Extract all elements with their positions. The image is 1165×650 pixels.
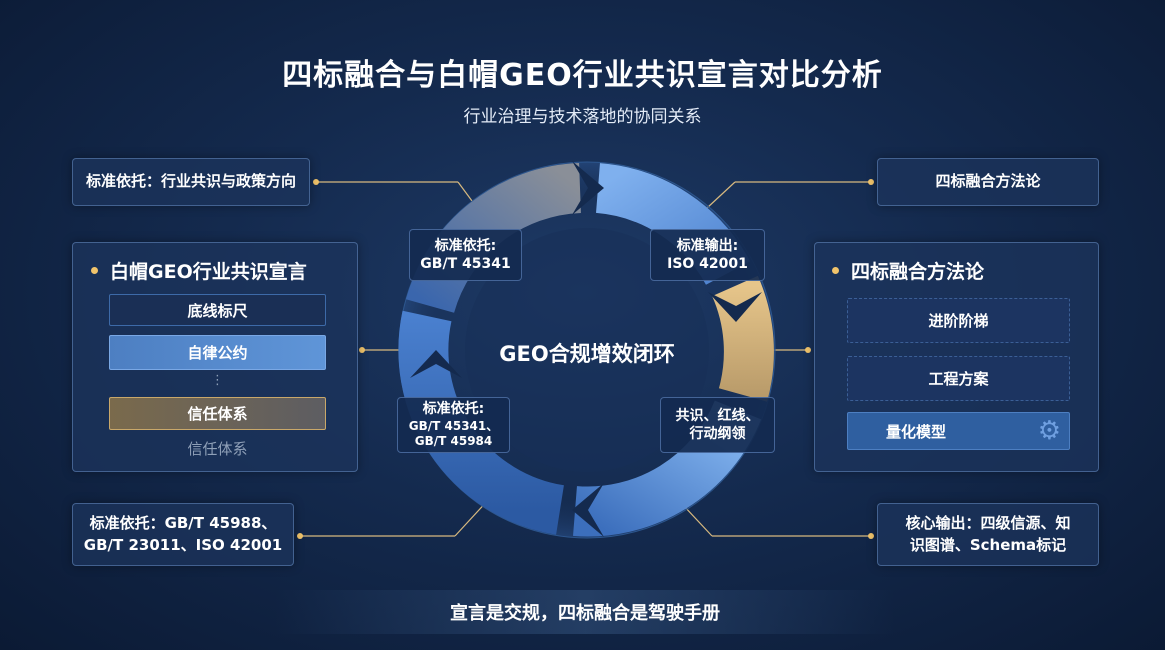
left-bottom-card: 标准依托：GB/T 45988、 GB/T 23011、ISO 42001: [72, 503, 294, 566]
ring-label-top-left: 标准依托: GB/T 45341: [409, 229, 522, 281]
arrow-right: [708, 292, 762, 322]
left-item-trust-system: 信任体系: [109, 397, 326, 430]
bullet-dot-icon: [91, 267, 98, 274]
right-bottom-card-line1: 核心输出：四级信源、知: [905, 513, 1071, 532]
left-panel-title: 白帽GEO行业共识宣言: [91, 257, 307, 284]
ring-label-bottom-right: 共识、红线、 行动纲领: [660, 397, 775, 453]
left-top-card: 标准依托：行业共识与政策方向: [72, 158, 310, 206]
right-panel-title: 四标融合方法论: [832, 257, 984, 284]
left-item-bottom-line: 底线标尺: [109, 294, 326, 326]
connector-right-bottom-diag: [682, 504, 713, 537]
right-item-advance-ladder: 进阶阶梯: [847, 298, 1070, 343]
ring-label-bottom-left: 标准依托: GB/T 45341、 GB/T 45984: [397, 397, 510, 453]
ring-segment-right: [711, 275, 774, 402]
page-title: 四标融合与白帽GEO行业共识宣言对比分析: [282, 58, 883, 93]
right-top-card: 四标融合方法论: [877, 158, 1099, 206]
arrow-top: [572, 161, 604, 215]
ring-inner-disc: [465, 228, 709, 472]
left-item-self-discipline: 自律公约: [109, 335, 326, 370]
left-top-card-text: 标准依托：行业共识与政策方向: [85, 172, 296, 191]
right-item-engineering-plan: 工程方案: [847, 356, 1070, 401]
ring-arrows: [410, 161, 762, 537]
bullet-dot-icon: [832, 267, 839, 274]
arrow-left: [410, 350, 462, 378]
right-item-quant-model: 量化模型 ⚙: [847, 412, 1070, 450]
right-panel: 四标融合方法论 进阶阶梯 工程方案 量化模型 ⚙: [814, 242, 1099, 472]
ring-label-top-right: 标准输出: ISO 42001: [650, 229, 765, 281]
connector-right-top-diag: [706, 181, 736, 209]
gear-icon: ⚙: [1037, 416, 1061, 446]
page-subtitle: 行业治理与技术落地的协同关系: [463, 107, 702, 127]
bottom-banner-text: 宣言是交规，四标融合是驾驶手册: [450, 603, 720, 624]
right-top-card-text: 四标融合方法论: [935, 172, 1041, 191]
left-item-trust-system-faded: 信任体系: [187, 439, 248, 458]
left-item-ellipsis: ⋮: [211, 373, 224, 388]
right-bottom-card-line2: 识图谱、Schema标记: [909, 535, 1067, 554]
left-bottom-card-line2: GB/T 23011、ISO 42001: [83, 535, 283, 554]
left-bottom-card-line1: 标准依托：GB/T 45988、: [89, 513, 277, 532]
connector-dots: [297, 179, 874, 539]
ring-center-label: GEO合规增效闭环: [499, 342, 675, 366]
arrow-bottom: [572, 483, 604, 537]
connector-lines: [300, 181, 871, 537]
right-bottom-card: 核心输出：四级信源、知 识图谱、Schema标记: [877, 503, 1099, 566]
left-panel: 白帽GEO行业共识宣言 底线标尺 自律公约 ⋮ 信任体系 信任体系: [72, 242, 358, 472]
bottom-banner: 宣言是交规，四标融合是驾驶手册: [275, 590, 895, 634]
